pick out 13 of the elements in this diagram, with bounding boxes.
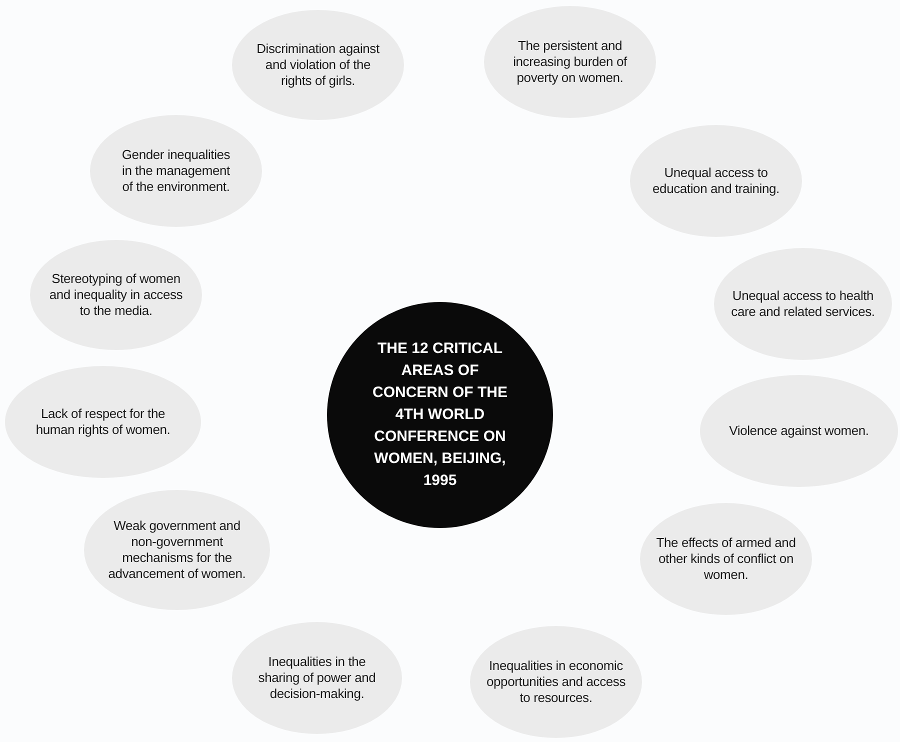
center-heading: THE 12 CRITICAL AREAS OF CONCERN OF THE 4TH WORLD CONFERENCE ON WOMEN, BEIJING, 1995 (372, 339, 508, 491)
topic-text: Unequal access to education and training. (652, 165, 780, 197)
topic-text: Gender inequalities in the management of the environment. (120, 147, 232, 195)
topic-text: Stereotyping of women and inequality in access to the media. (48, 271, 184, 319)
topic-text: Inequalities in the sharing of power and decision-making. (257, 654, 377, 702)
topic-text: The effects of armed and other kinds of conflict on women. (655, 535, 797, 583)
topic-text: Unequal access to health care and related services. (730, 288, 876, 320)
topic-text: Discrimination against and violation of the rights of girls. (256, 41, 380, 89)
topic-text: Inequalities in economic opportunities and access to resources. (485, 658, 626, 706)
topic-text: Violence against women. (729, 423, 869, 439)
topic-text: Lack of respect for the human rights of women. (34, 406, 172, 438)
topic-text: Weak government and non-government mechanisms for the advancement of women. (107, 518, 247, 582)
topic-text: The persistent and increasing burden of poverty on women. (512, 38, 628, 86)
